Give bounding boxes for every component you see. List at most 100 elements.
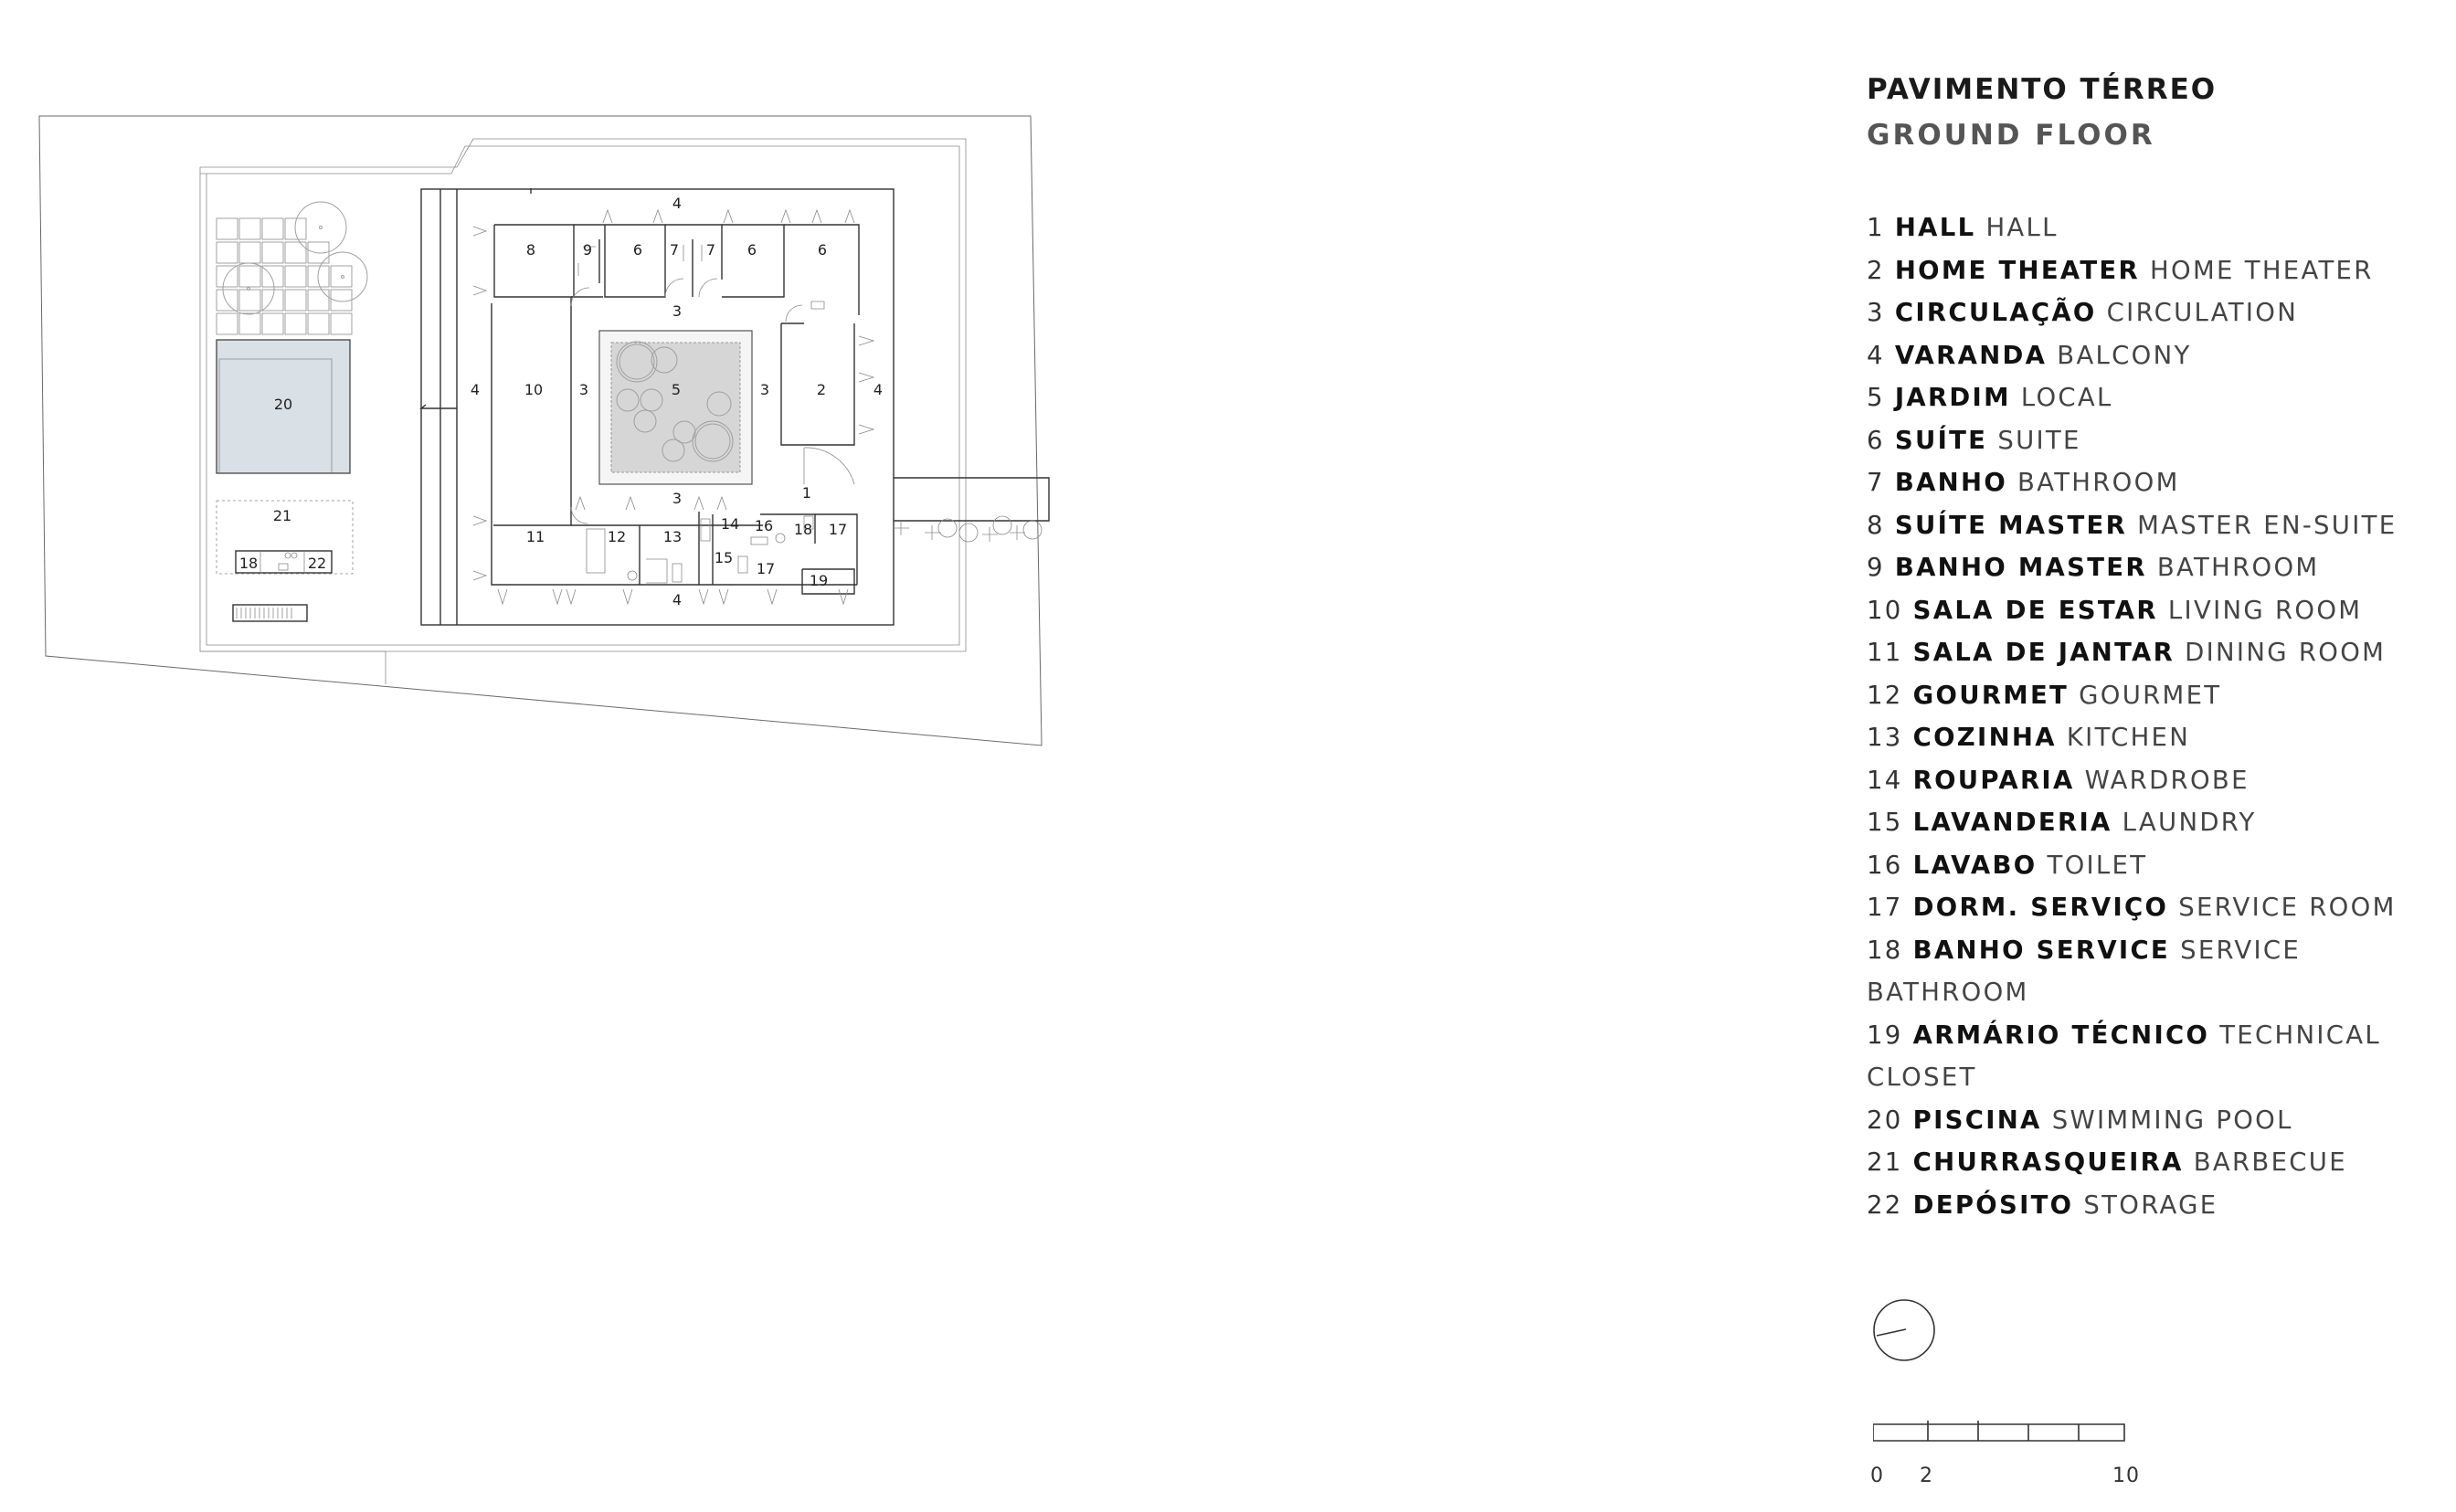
legend-panel: PAVIMENTO TÉRREO GROUND FLOOR 1 HALL HAL…	[1867, 73, 2433, 1226]
legend-pt-name: CHURRASQUEIRA	[1912, 1147, 2184, 1177]
label-varanda-right: 4	[873, 381, 883, 398]
legend-item: 2 HOME THEATER HOME THEATER	[1867, 249, 2433, 292]
legend-number: 20	[1867, 1105, 1903, 1135]
legend-en-name: SWIMMING POOL	[2051, 1105, 2293, 1135]
lot-boundary	[38, 115, 1043, 746]
legend-item: 14 ROUPARIA WARDROBE	[1867, 759, 2433, 802]
label-barbecue: 21	[273, 507, 291, 524]
label-circ-left: 3	[579, 381, 588, 398]
label-wardrobe: 14	[721, 515, 739, 533]
legend-item: 1 HALL HALL	[1867, 206, 2433, 249]
legend-item: 21 CHURRASQUEIRA BARBECUE	[1867, 1141, 2433, 1184]
label-living: 10	[524, 381, 543, 398]
legend-number: 7	[1867, 468, 1885, 497]
scale-label-0: 0	[1870, 1464, 1884, 1487]
scale-bar	[1873, 1421, 2125, 1442]
legend-number: 11	[1867, 638, 1903, 667]
plan-title: PAVIMENTO TÉRREO	[1867, 73, 2218, 106]
legend-item: 18 BANHO SERVICE SERVICE	[1867, 929, 2433, 972]
legend-pt-name: DEPÓSITO	[1912, 1190, 2074, 1220]
legend-en-name: BATHROOM	[2017, 468, 2180, 497]
legend-en-name-continued: CLOSET	[1867, 1063, 1977, 1092]
legend-number: 8	[1867, 510, 1885, 540]
label-circ-bottom: 3	[672, 490, 682, 507]
legend-number: 2	[1867, 255, 1885, 285]
label-hall: 1	[802, 484, 811, 502]
legend-item-continuation: BATHROOM	[1867, 971, 2433, 1014]
legend-pt-name: BANHO MASTER	[1894, 553, 2147, 582]
legend-number: 4	[1867, 340, 1885, 370]
legend-pt-name: SALA DE ESTAR	[1912, 595, 2158, 625]
legend-pt-name: SUÍTE	[1894, 425, 1988, 455]
label-varanda-left: 4	[471, 381, 480, 398]
legend-number: 19	[1867, 1020, 1903, 1050]
legend-item: 12 GOURMET GOURMET	[1867, 674, 2433, 717]
legend-item: 17 DORM. SERVIÇO SERVICE ROOM	[1867, 886, 2433, 929]
legend-pt-name: CIRCULAÇÃO	[1894, 298, 2097, 327]
label-banho-a: 7	[670, 241, 679, 259]
legend-pt-name: ARMÁRIO TÉCNICO	[1912, 1020, 2210, 1050]
legend-en-name: DINING ROOM	[2185, 638, 2387, 667]
legend-en-name: SERVICE	[2180, 935, 2302, 965]
legend-item: 13 COZINHA KITCHEN	[1867, 716, 2433, 759]
legend-pt-name: HALL	[1894, 213, 1976, 242]
legend-en-name: TOILET	[2047, 850, 2148, 880]
plan-subtitle: GROUND FLOOR	[1867, 119, 2155, 152]
legend-en-name: HOME THEATER	[2150, 255, 2374, 285]
legend-en-name: STORAGE	[2083, 1190, 2218, 1220]
legend-pt-name: JARDIM	[1894, 383, 2011, 412]
legend-en-name: SUITE	[1997, 425, 2081, 455]
legend-en-name: MASTER EN-SUITE	[2137, 510, 2398, 540]
label-theater: 2	[817, 381, 826, 398]
legend-en-name: GOURMET	[2079, 680, 2222, 710]
legend-item: 19 ARMÁRIO TÉCNICO TECHNICAL	[1867, 1014, 2433, 1057]
legend-item: 7 BANHO BATHROOM	[1867, 461, 2433, 504]
legend-pt-name: BANHO	[1894, 468, 2007, 497]
legend-number: 13	[1867, 723, 1903, 752]
legend-pt-name: SUÍTE MASTER	[1894, 510, 2128, 540]
floor-plan: 20 21 18 22	[38, 115, 1050, 746]
legend-pt-name: ROUPARIA	[1912, 765, 2075, 795]
label-circ-right: 3	[760, 381, 769, 398]
legend-number: 6	[1867, 425, 1885, 455]
legend-pt-name: COZINHA	[1912, 723, 2057, 752]
legend-en-name: KITCHEN	[2066, 723, 2191, 752]
scale-label-10: 10	[2112, 1464, 2140, 1487]
legend-pt-name: GOURMET	[1912, 680, 2070, 710]
legend-en-name: LAUNDRY	[2122, 808, 2257, 837]
legend-pt-name: LAVABO	[1912, 850, 2038, 880]
label-banho-b: 7	[706, 241, 715, 259]
label-suite-b: 6	[747, 241, 757, 259]
swimming-pool	[216, 339, 351, 474]
legend-number: 15	[1867, 808, 1903, 837]
label-banho-master: 9	[583, 241, 592, 259]
legend-en-name: WARDROBE	[2084, 765, 2250, 795]
legend-en-name: BATHROOM	[2156, 553, 2320, 582]
legend-item: 15 LAVANDERIA LAUNDRY	[1867, 801, 2433, 844]
label-pool-bath: 18	[239, 555, 258, 572]
legend-pt-name: VARANDA	[1894, 340, 2048, 370]
house: 4 4 4 4 8 9 6 7 7 6 6 3 10 3 5 3 2 1 3 1…	[419, 188, 1050, 626]
legend-pt-name: DORM. SERVIÇO	[1912, 893, 2169, 922]
legend-number: 10	[1867, 595, 1903, 625]
legend-number: 12	[1867, 680, 1903, 710]
legend-en-name: TECHNICAL	[2219, 1020, 2381, 1050]
legend-pt-name: PISCINA	[1912, 1105, 2042, 1135]
legend-item: 8 SUÍTE MASTER MASTER EN-SUITE	[1867, 504, 2433, 547]
label-suite-master: 8	[526, 241, 535, 259]
legend-number: 18	[1867, 935, 1903, 965]
legend-en-name: BARBECUE	[2193, 1147, 2347, 1177]
label-dining: 11	[526, 528, 545, 545]
legend-number: 21	[1867, 1147, 1903, 1177]
label-suite-a: 6	[633, 241, 642, 259]
pool-area: 20 21 18 22	[216, 201, 368, 622]
label-circ-top: 3	[672, 302, 682, 320]
paving-grid	[216, 217, 353, 335]
legend-item: 6 SUÍTE SUITE	[1867, 419, 2433, 462]
legend-number: 22	[1867, 1190, 1903, 1220]
legend-item: 3 CIRCULAÇÃO CIRCULATION	[1867, 291, 2433, 334]
legend-number: 17	[1867, 893, 1903, 922]
legend-number: 1	[1867, 213, 1885, 242]
legend-item: 5 JARDIM LOCAL	[1867, 376, 2433, 419]
